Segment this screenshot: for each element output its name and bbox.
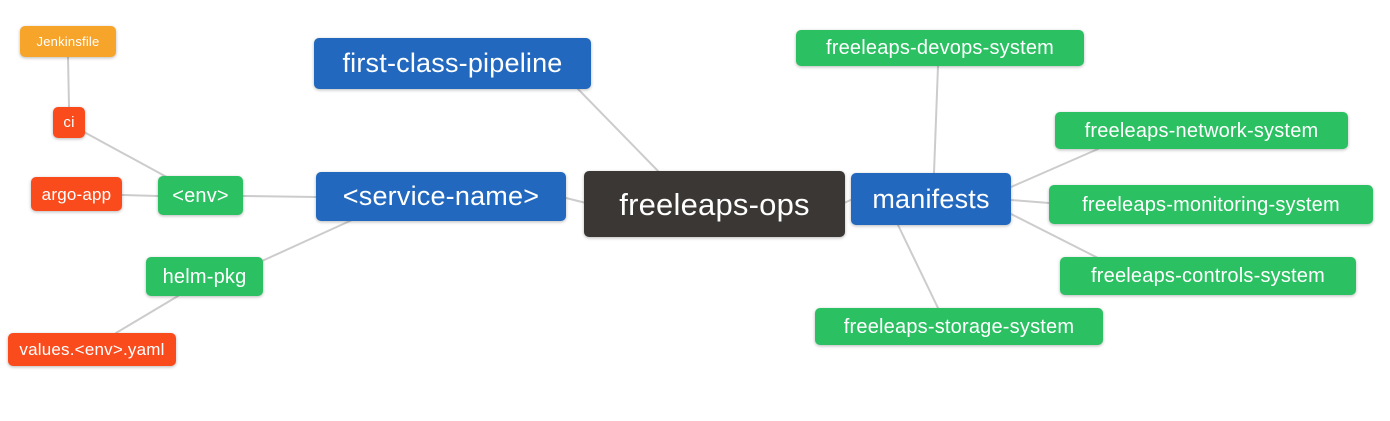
node-manifests[interactable]: manifests (851, 173, 1011, 225)
node-jenkinsfile[interactable]: Jenkinsfile (20, 26, 116, 57)
edge-jenkinsfile-to-ci (67, 56, 70, 108)
edge-manifests-to-freeleaps-monitoring-system (1010, 199, 1050, 204)
edge-argo-app-to-env (121, 194, 159, 197)
node-freeleaps-ops[interactable]: freeleaps-ops (584, 171, 845, 237)
node-freeleaps-devops-system[interactable]: freeleaps-devops-system (796, 30, 1084, 66)
node-freeleaps-controls-system[interactable]: freeleaps-controls-system (1060, 257, 1356, 295)
node-helm-pkg[interactable]: helm-pkg (146, 257, 263, 296)
node-first-class-pipeline[interactable]: first-class-pipeline (314, 38, 591, 89)
edge-manifests-to-freeleaps-storage-system (897, 224, 939, 309)
edge-ci-to-env (83, 131, 175, 182)
edge-manifests-to-freeleaps-devops-system (933, 65, 939, 174)
edge-env-to-service-name (242, 195, 317, 198)
edge-helm-pkg-to-service-name (261, 219, 353, 262)
node-argo-app[interactable]: argo-app (31, 177, 122, 211)
node-freeleaps-monitoring-system[interactable]: freeleaps-monitoring-system (1049, 185, 1373, 224)
node-env[interactable]: <env> (158, 176, 243, 215)
node-ci[interactable]: ci (53, 107, 85, 138)
edge-values-env-yaml-to-helm-pkg (115, 295, 179, 334)
edge-service-name-to-freeleaps-ops (565, 197, 587, 204)
node-service-name[interactable]: <service-name> (316, 172, 566, 221)
node-values-env-yaml[interactable]: values.<env>.yaml (8, 333, 176, 366)
node-freeleaps-storage-system[interactable]: freeleaps-storage-system (815, 308, 1103, 345)
edge-manifests-to-freeleaps-network-system (1010, 148, 1099, 188)
node-freeleaps-network-system[interactable]: freeleaps-network-system (1055, 112, 1348, 149)
edge-first-class-pipeline-to-freeleaps-ops (577, 88, 659, 172)
